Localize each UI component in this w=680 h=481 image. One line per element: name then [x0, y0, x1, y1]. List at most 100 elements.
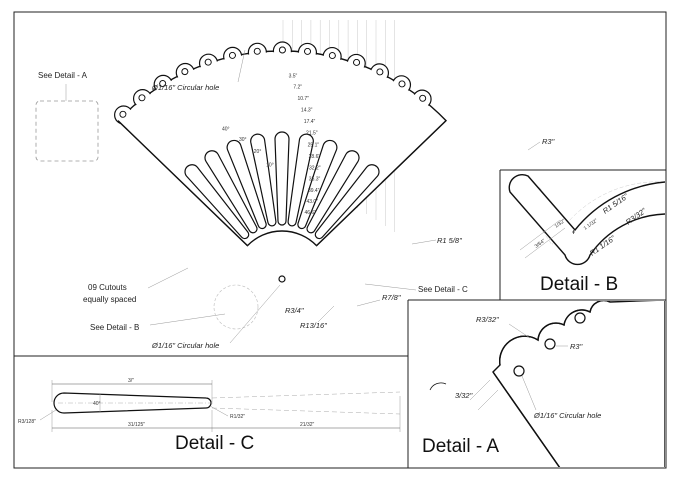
cutout-slot — [306, 150, 360, 234]
radial-dim-label: 35.3" — [309, 177, 321, 183]
leader-line — [317, 305, 335, 323]
radial-dim-label: 10.7" — [297, 96, 309, 102]
cutout-slot — [204, 150, 258, 234]
scallop-hole — [419, 94, 427, 102]
cutout-slot — [274, 131, 290, 226]
cutout-slots — [184, 131, 380, 240]
scallop-hole — [398, 80, 406, 88]
r3-32-label: R3/32" — [476, 315, 499, 324]
scallop-hole — [304, 47, 311, 55]
leader-line — [508, 323, 531, 339]
center-hole — [278, 275, 286, 283]
detail-b-dim: 3/64" — [534, 238, 547, 250]
construction-arc — [521, 181, 665, 246]
cutout-slot — [314, 164, 380, 240]
detail-a-hole — [544, 338, 556, 350]
construction-line — [211, 391, 401, 399]
radial-dim-label: 28.6" — [309, 154, 321, 160]
angle-label: 40° — [93, 401, 101, 407]
circular-hole-note-top: Ø1/16" Circular hole — [151, 83, 219, 92]
radial-dim-label: 25.1" — [308, 142, 320, 148]
cutout-slot — [250, 133, 277, 227]
detail-b-title: Detail - B — [540, 274, 618, 295]
leader-line — [209, 405, 229, 417]
leader-line — [149, 313, 226, 326]
detail-a-region — [35, 100, 99, 162]
radial-dim-label: 3.5" — [289, 73, 298, 79]
r3-4-label: R3/4" — [285, 306, 304, 315]
detail-c: 3/" 40° R3/128" R1/32" 31/125" 21/32" De… — [18, 378, 401, 454]
leader-line — [364, 283, 417, 291]
scallop-hole — [159, 80, 167, 87]
scallop-hole — [228, 51, 236, 59]
leader-line — [521, 375, 537, 411]
leader-line — [147, 267, 189, 289]
cutout-slot — [184, 164, 250, 240]
fan-edge-right — [316, 120, 447, 247]
main-view: See Detail - A Ø1/16" Circular hole 09 C… — [35, 20, 555, 350]
detail-b-region — [213, 284, 259, 330]
radial-dim-label: 17.4" — [304, 119, 316, 125]
radial-dim-label: 32.2" — [309, 165, 321, 171]
circular-hole-note-bottom: Ø1/16" Circular hole — [151, 341, 219, 350]
radial-dim-label: 21.5" — [306, 131, 318, 137]
scallop-hole — [181, 68, 189, 76]
radial-dim-label: 46.6" — [304, 210, 316, 216]
right-radius-label: R1/32" — [230, 414, 245, 420]
fan-inner-arc — [246, 230, 318, 247]
see-detail-b-note: See Detail - B — [90, 323, 139, 332]
scallop-hole — [119, 110, 127, 118]
detail-a: R3/32" R3" 3/32" Ø1/16" Circular hole De… — [422, 301, 665, 467]
sheet-border — [13, 11, 667, 469]
angle-label: 30° — [239, 137, 247, 143]
fan-edge-left — [117, 120, 248, 247]
radial-dim-label: 43.0" — [306, 199, 318, 205]
leader-line — [527, 141, 541, 151]
angle-label: 20° — [254, 149, 262, 155]
extension-line — [519, 219, 566, 259]
angle-label: 10° — [266, 162, 274, 168]
cutouts-note-line2: equally spaced — [83, 295, 136, 304]
scallop-hole — [204, 58, 212, 66]
r13-16-label: R13/16" — [300, 321, 327, 330]
bottom-left-dim: 31/125" — [128, 422, 145, 428]
top-dim: 3/" — [128, 378, 134, 384]
extension-line — [477, 389, 499, 411]
construction-line — [211, 407, 401, 415]
angle-label: 40° — [222, 127, 230, 133]
detail-a-hole — [513, 365, 525, 377]
cutouts-note-line1: 09 Cutouts — [88, 283, 127, 292]
scallop-hole — [328, 52, 336, 60]
radial-dim-label: 39.4" — [308, 188, 320, 194]
scallop-edge — [499, 301, 611, 366]
straight-edge — [492, 371, 561, 467]
leader-line — [356, 299, 381, 307]
r7-8-label: R7/8" — [382, 293, 401, 302]
scallop-hole — [138, 94, 146, 102]
left-radius-label: R3/128" — [18, 419, 36, 425]
detail-b-outline — [508, 173, 665, 266]
leader-line — [411, 239, 437, 245]
scallop-hole — [278, 46, 286, 54]
leader-line — [229, 284, 281, 344]
radial-dimension-labels: 3.5"7.2"10.7"14.3"17.4"21.5"25.1"28.6"32… — [289, 73, 321, 216]
scallop-hole — [253, 47, 261, 55]
detail-b: R1 5/16" R3/32" 1/32" 3/64" 1 1/32" R1 1… — [508, 173, 665, 295]
see-detail-c-note: See Detail - C — [418, 285, 468, 294]
see-detail-a-note: See Detail - A — [38, 71, 88, 80]
detail-a-title: Detail - A — [422, 436, 499, 457]
leader-line — [39, 409, 57, 421]
r1-5-8-label: R1 5/8" — [437, 236, 462, 245]
detail-a-outline — [492, 301, 665, 467]
hole-note: Ø1/16" Circular hole — [533, 411, 601, 420]
detail-b-dim: 1/32" — [554, 218, 567, 230]
radial-dim-label: 7.2" — [293, 85, 302, 91]
extension-line — [469, 379, 491, 401]
detail-a-hole — [574, 312, 586, 324]
r3-label: R3" — [570, 342, 583, 351]
r3-label: R3" — [542, 137, 555, 146]
leader-line — [237, 49, 246, 83]
cutout-slot — [226, 139, 267, 230]
scallop-hole — [353, 59, 361, 66]
scallop-hole — [376, 68, 384, 76]
